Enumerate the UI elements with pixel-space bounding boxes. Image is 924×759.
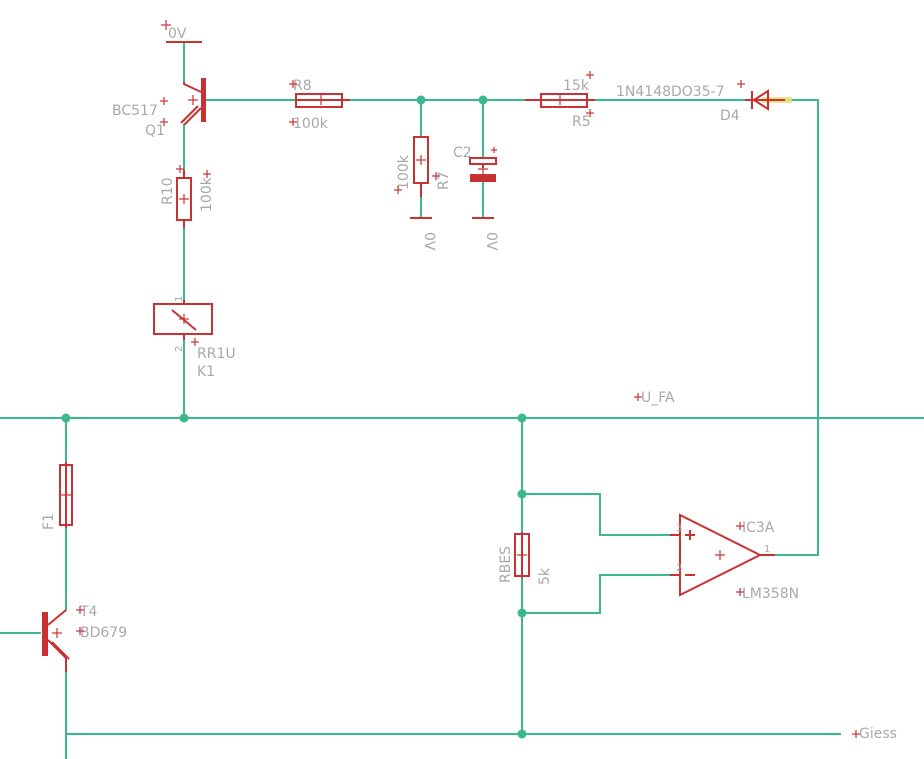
d4-name-label: D4 bbox=[720, 108, 740, 124]
r5-name-label: R5 bbox=[572, 114, 591, 130]
resistor-rbes[interactable] bbox=[514, 532, 530, 578]
t4-name-label: T4 bbox=[79, 604, 98, 620]
t4-value-label: BD679 bbox=[80, 625, 127, 641]
transistor-q1[interactable] bbox=[180, 78, 206, 126]
resistor-r5[interactable] bbox=[525, 93, 595, 108]
junction-dot bbox=[416, 95, 426, 105]
rbes-value-label: 5k bbox=[537, 567, 553, 585]
f1-name-label: F1 bbox=[41, 513, 57, 530]
ic3-pin-minus-label: 2 bbox=[676, 563, 682, 574]
ic3-value-label: LM358N bbox=[742, 586, 799, 602]
ic3-name-label: IC3A bbox=[742, 520, 775, 536]
k1-pin2-label: 2 bbox=[174, 346, 185, 352]
fuse-f1[interactable] bbox=[59, 462, 73, 528]
origin-markers bbox=[76, 71, 744, 635]
rbes-name-label: RBES bbox=[498, 546, 514, 583]
net-label-ufa: U_FA bbox=[634, 390, 675, 406]
q1-value-label: BC517 bbox=[112, 103, 158, 119]
junction-dot bbox=[478, 95, 488, 105]
c2-gnd-label: 0V bbox=[483, 232, 499, 251]
r10-value-label: 100k bbox=[199, 176, 215, 212]
resistor-r7[interactable] bbox=[413, 136, 429, 197]
supply-symbol-top: 0V bbox=[161, 20, 202, 43]
ic3-pin-out-label: 1 bbox=[764, 544, 770, 555]
r8-name-label: R8 bbox=[293, 78, 312, 94]
k1-pin1-label: 1 bbox=[174, 296, 185, 302]
r7-name-label: R7 bbox=[436, 171, 452, 190]
ic3-pin-plus-label: 3 bbox=[676, 523, 682, 534]
transistor-t4[interactable] bbox=[42, 609, 70, 672]
giess-label: Giess bbox=[859, 726, 897, 742]
ground-symbol-c2: 0V bbox=[472, 217, 499, 251]
junction-dot bbox=[179, 413, 189, 423]
junctions bbox=[61, 95, 527, 739]
supply-label-top: 0V bbox=[168, 26, 187, 42]
relay-k1[interactable] bbox=[153, 300, 213, 340]
ufa-label: U_FA bbox=[641, 390, 675, 406]
r8-value-label: 100k bbox=[293, 116, 329, 132]
r10-name-label: R10 bbox=[160, 177, 176, 205]
junction-dot bbox=[517, 489, 527, 499]
net-label-giess: Giess bbox=[852, 726, 897, 742]
capacitor-c2[interactable] bbox=[469, 147, 497, 182]
resistor-r8[interactable] bbox=[295, 93, 350, 108]
c2-name-label: C2 bbox=[453, 145, 472, 161]
diode-d4[interactable] bbox=[737, 80, 792, 111]
opamp-ic3a[interactable] bbox=[670, 513, 775, 597]
q1-name-label: Q1 bbox=[145, 123, 165, 139]
k1-name-label: K1 bbox=[197, 364, 215, 380]
junction-dot bbox=[517, 413, 527, 423]
wires bbox=[0, 43, 924, 759]
r7-value-label: 100k bbox=[396, 154, 412, 190]
ground-symbol-r7: 0V bbox=[410, 217, 437, 251]
k1-value-label: RR1U bbox=[197, 346, 236, 362]
resistor-r10[interactable] bbox=[176, 170, 192, 228]
r7-gnd-label: 0V bbox=[421, 232, 437, 251]
junction-dot bbox=[517, 608, 527, 618]
r5-value-label: 15k bbox=[563, 78, 590, 94]
junction-dot bbox=[517, 729, 527, 739]
d4-value-label: 1N4148DO35-7 bbox=[616, 84, 725, 100]
junction-dot bbox=[61, 413, 71, 423]
